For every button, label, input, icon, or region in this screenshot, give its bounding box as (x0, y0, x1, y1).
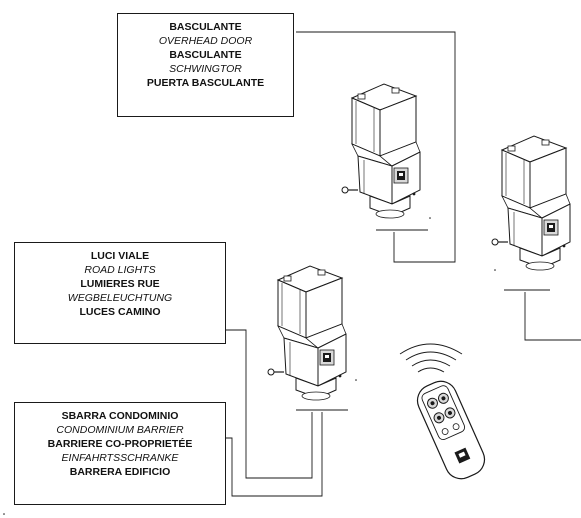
lights-label-it: LUCI VIALE (90, 250, 150, 262)
overhead-label-fr: BASCULANTE (169, 49, 242, 61)
overhead-label-de: SCHWINGTOR (169, 63, 242, 75)
barrier-label-es: BARRERA EDIFICIO (69, 466, 171, 478)
road-lights-label-box: LUCI VIALE ROAD LIGHTS LUMIERES RUE WEGB… (14, 242, 226, 344)
radio-waves-icon (399, 343, 463, 373)
receiver-unit-icon (341, 83, 421, 219)
overhead-label-es: PUERTA BASCULANTE (146, 77, 265, 89)
overhead-door-label-box: BASCULANTE OVERHEAD DOOR BASCULANTE SCHW… (117, 13, 294, 117)
overhead-label-it: BASCULANTE (169, 21, 242, 33)
barrier-label-de: EINFAHRTSSCHRANKE (61, 452, 179, 464)
condominium-barrier-label-box: SBARRA CONDOMINIO CONDOMINIUM BARRIER BA… (14, 402, 226, 505)
remote-control-icon (416, 380, 486, 480)
barrier-label-en: CONDOMINIUM BARRIER (56, 424, 184, 436)
connection-wires (226, 31, 581, 497)
receiver-unit-icon (267, 265, 347, 401)
lights-label-es: LUCES CAMINO (79, 306, 161, 318)
overhead-label-en: OVERHEAD DOOR (158, 35, 253, 47)
receiver-unit-icon (491, 135, 571, 271)
lights-label-fr: LUMIERES RUE (80, 278, 160, 290)
lights-label-de: WEGBELEUCHTUNG (67, 292, 173, 304)
barrier-label-fr: BARRIERE CO-PROPRIETÉE (47, 438, 193, 450)
lights-label-en: ROAD LIGHTS (84, 264, 156, 276)
barrier-label-it: SBARRA CONDOMINIO (61, 410, 179, 422)
